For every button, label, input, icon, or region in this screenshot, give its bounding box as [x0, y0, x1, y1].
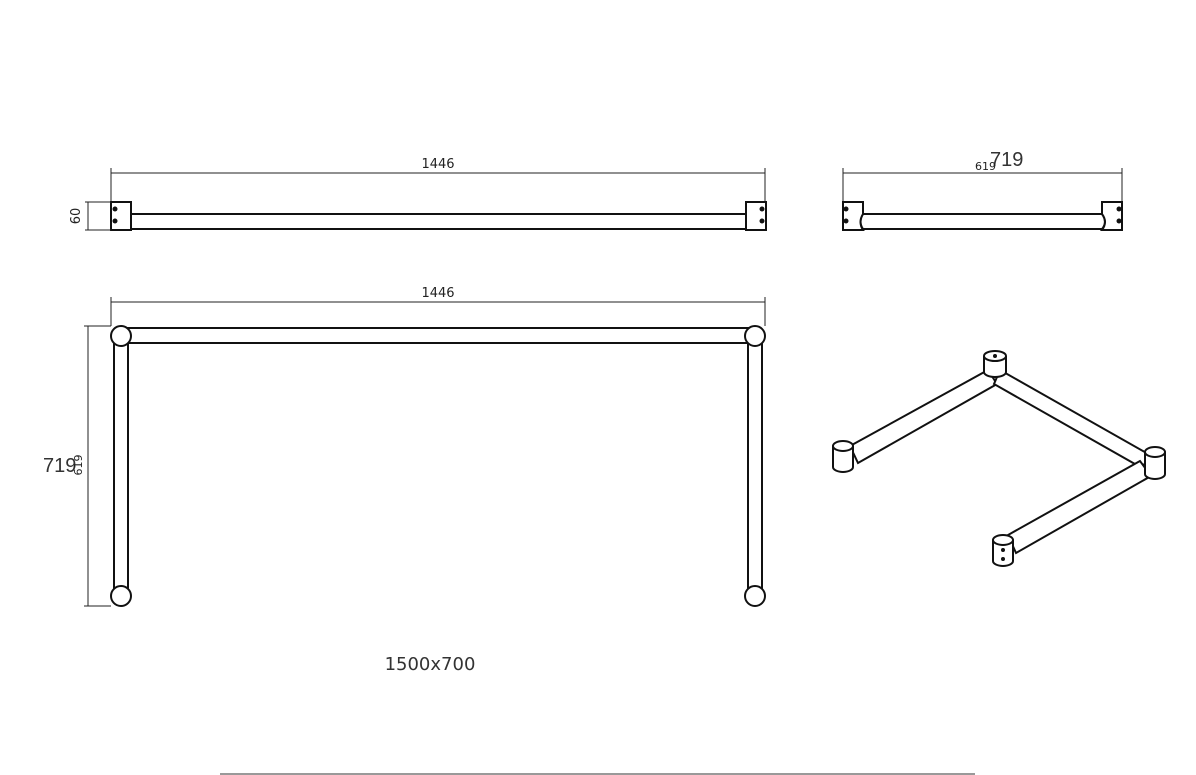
- front-height-label: 60: [69, 208, 84, 225]
- front-tube: [130, 213, 747, 230]
- front-right-connector: [745, 201, 767, 231]
- plan-view: 1446 719 619: [43, 286, 766, 607]
- plan-connector: [744, 325, 766, 347]
- side-tube: [859, 213, 1106, 230]
- plan-connector: [744, 585, 766, 607]
- plan-right-tube: [747, 335, 763, 597]
- side-width-label: 719: [990, 149, 1023, 171]
- plan-top-tube: [120, 327, 756, 344]
- plan-left-tube: [113, 335, 129, 597]
- cylinder-connector: [1144, 446, 1166, 480]
- side-right-connector: [1100, 201, 1123, 231]
- caption-size: 1500x700: [385, 654, 476, 675]
- front-left-connector: [110, 201, 132, 231]
- plan-inner-label: 619: [72, 455, 85, 476]
- isometric-view: [832, 350, 1166, 567]
- cylinder-connector: [983, 350, 1007, 378]
- cylinder-connector: [832, 440, 854, 473]
- plan-length-label: 1446: [421, 286, 454, 301]
- side-inner-label: 619: [975, 160, 996, 173]
- plan-connector: [110, 585, 132, 607]
- front-length-label: 1446: [421, 157, 454, 172]
- plan-depth-label: 719: [43, 455, 76, 477]
- front-view: 1446 60: [69, 157, 767, 231]
- cylinder-connector: [992, 534, 1014, 567]
- plan-connector: [110, 325, 132, 347]
- side-left-connector: [842, 201, 865, 231]
- side-view: 719 619: [842, 149, 1123, 231]
